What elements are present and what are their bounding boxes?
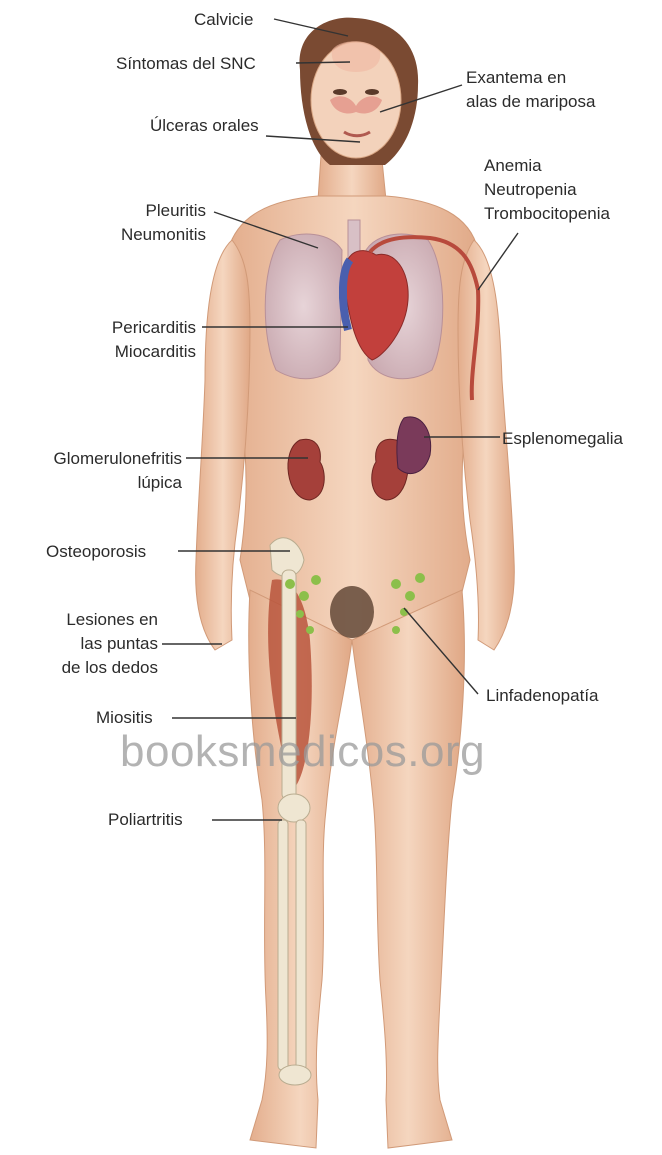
label-osteoporosis: Osteoporosis (46, 540, 146, 564)
label-sintomas-snc: Síntomas del SNC (116, 52, 256, 76)
label-ulceras-orales: Úlceras orales (150, 114, 259, 138)
watermark: booksmedicos.org (120, 724, 485, 780)
label-esplenomegalia: Esplenomegalia (502, 427, 623, 451)
label-calvicie: Calvicie (194, 8, 254, 32)
brain-visible (332, 41, 381, 72)
label-poliartritis: Poliartritis (108, 808, 183, 832)
label-linfadenopatia: Linfadenopatía (486, 684, 599, 708)
head (300, 18, 419, 165)
